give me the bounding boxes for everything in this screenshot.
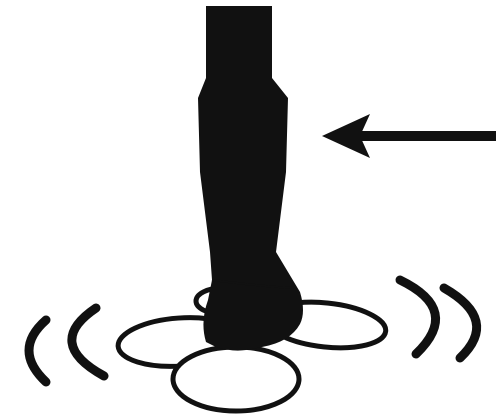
motion-marks-right	[395, 275, 482, 363]
handle-base-ridge	[211, 279, 293, 289]
motion-arc-left-inner	[67, 303, 109, 381]
arrow-head	[322, 114, 370, 158]
handle-shaft	[198, 6, 303, 351]
motion-arc-left-outer	[24, 315, 51, 387]
motion-marks-left	[24, 303, 109, 387]
motion-arc-right-outer	[439, 283, 482, 363]
front-blade	[170, 344, 302, 414]
handle	[198, 6, 303, 351]
direction-arrow	[322, 114, 496, 158]
arrow-shaft	[352, 131, 496, 141]
motion-arc-right-inner	[395, 275, 440, 359]
